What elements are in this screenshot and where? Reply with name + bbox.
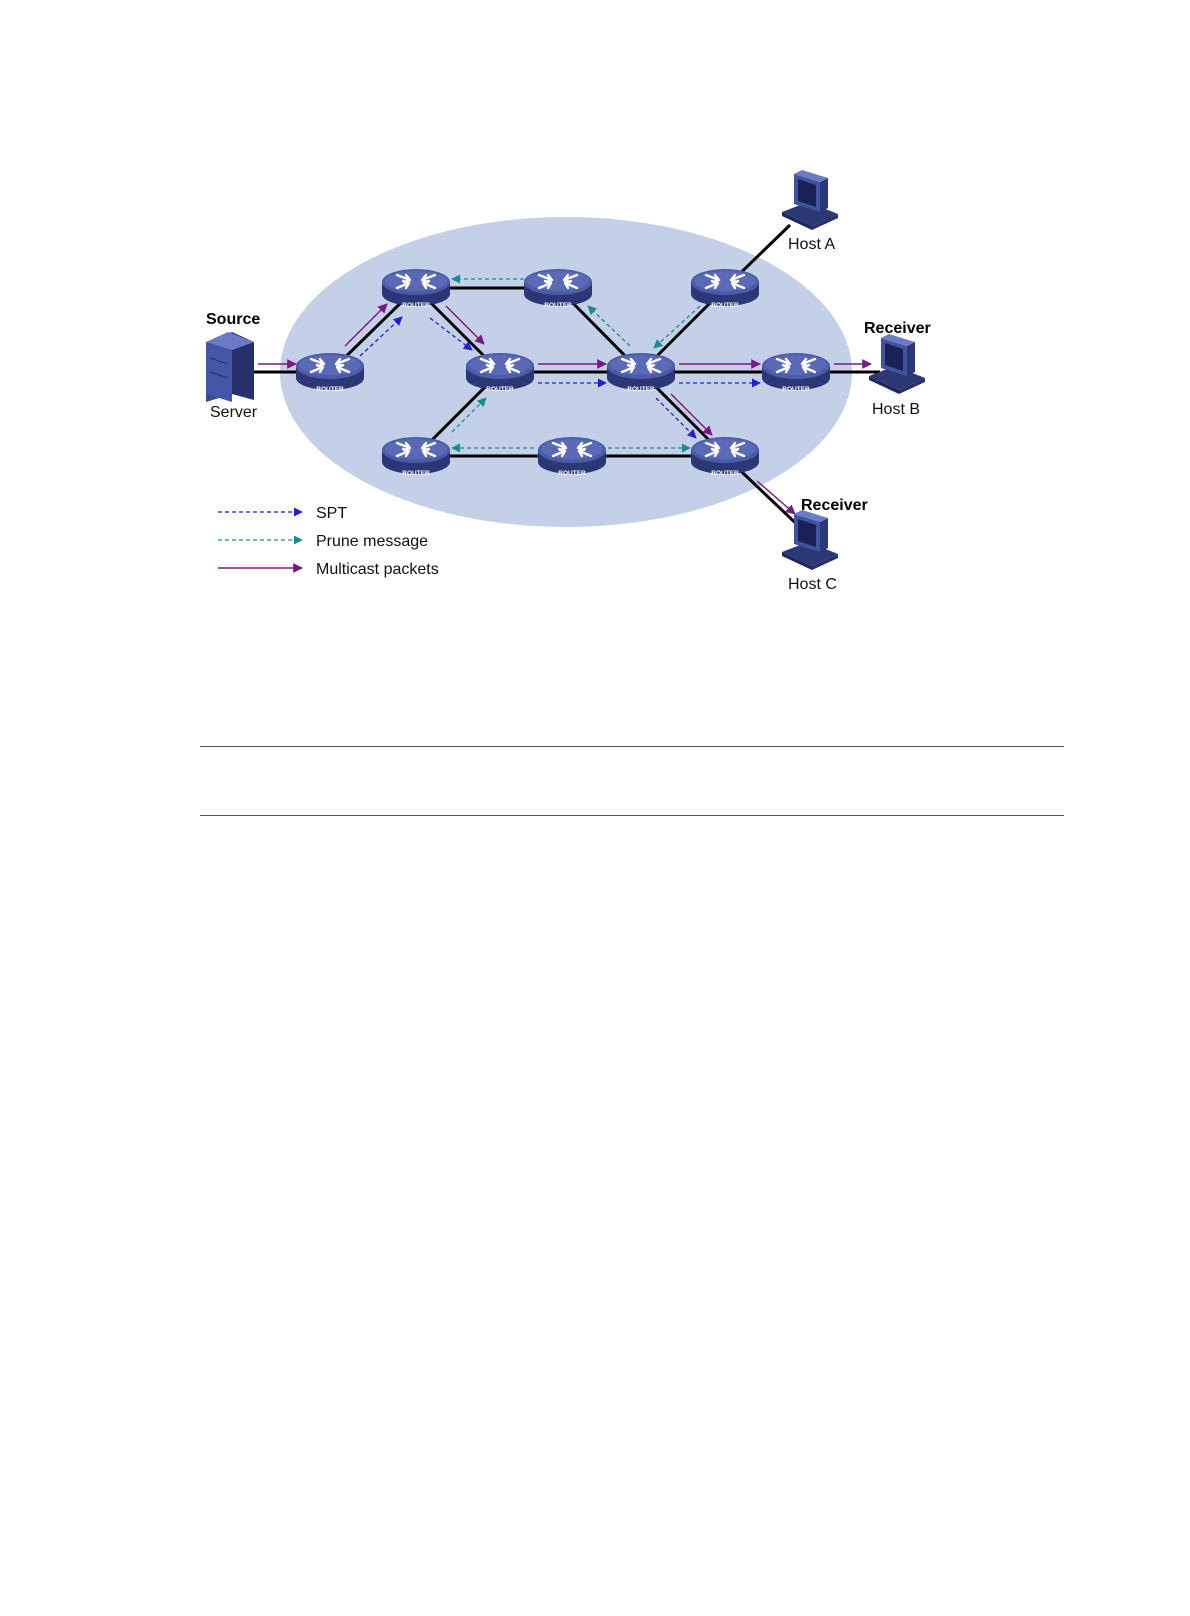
router-label: ROUTER: [558, 470, 586, 477]
router-label: ROUTER: [711, 470, 739, 477]
divider-top: [200, 746, 1064, 747]
source-title: Source: [206, 311, 260, 328]
router-label: ROUTER: [402, 302, 430, 309]
server-icon: [206, 332, 254, 402]
router-label: ROUTER: [316, 386, 344, 393]
legend-multicast-label: Multicast packets: [316, 561, 439, 578]
server-label: Server: [210, 404, 258, 421]
host-b-role: Receiver: [864, 320, 931, 337]
host-a-label: Host A: [788, 236, 835, 253]
divider-bottom: [200, 815, 1064, 816]
host-c-label: Host C: [788, 576, 837, 593]
router-label: ROUTER: [627, 386, 655, 393]
router-label: ROUTER: [402, 470, 430, 477]
router-label: ROUTER: [486, 386, 514, 393]
router-label: ROUTER: [711, 302, 739, 309]
router-label: ROUTER: [782, 386, 810, 393]
multicast-arrow: [757, 481, 795, 514]
legend-spt-label: SPT: [316, 505, 347, 522]
router-label: ROUTER: [544, 302, 572, 309]
host-b-icon: [869, 334, 925, 394]
legend: SPT Prune message Multicast packets: [218, 505, 439, 578]
legend-prune-label: Prune message: [316, 533, 428, 550]
host-c-role: Receiver: [801, 497, 868, 514]
host-b-label: Host B: [872, 401, 920, 418]
host-a-icon: [782, 170, 838, 230]
